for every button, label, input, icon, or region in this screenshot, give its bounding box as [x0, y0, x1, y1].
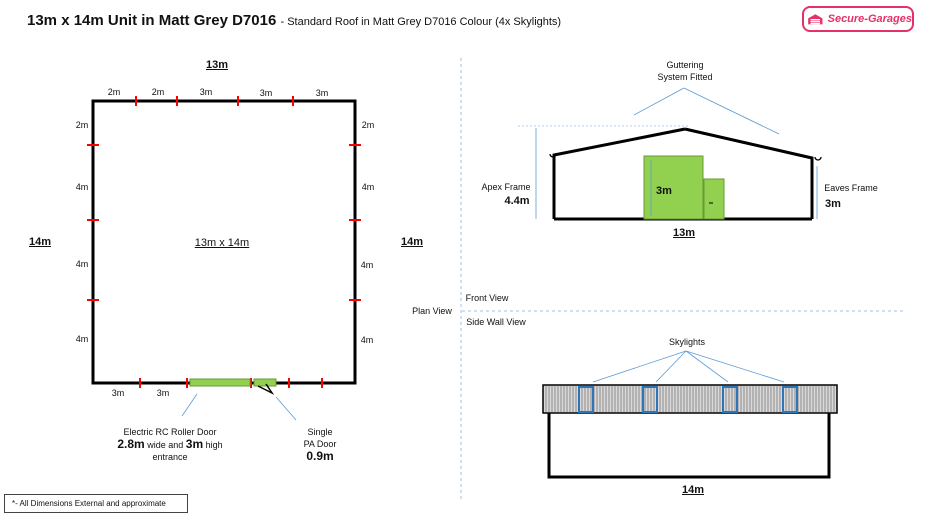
- apex-frame-label: Apex Frame: [481, 182, 531, 192]
- roller-door-size-mid: wide and: [147, 440, 184, 450]
- roller-door-pointer: [181, 393, 198, 417]
- front-right-wall-roof: [684, 127, 814, 219]
- page-title: 13m x 14m Unit in Matt Grey D7016 - Stan…: [27, 12, 561, 29]
- bottom-segment-label: 3m: [156, 388, 170, 398]
- roller-door-height: 3m: [185, 437, 204, 451]
- roller-door-size-line: 2.8m wide and 3m high: [117, 438, 222, 451]
- side-wall: [547, 413, 831, 479]
- left-segment-label: 4m: [75, 334, 89, 344]
- plan-markers: [87, 96, 361, 388]
- gutter-right-icon: [814, 156, 822, 161]
- top-segment-label: 3m: [199, 87, 213, 97]
- roller-door-entrance: entrance: [152, 452, 188, 462]
- roller-door-width: 2.8m: [117, 437, 145, 451]
- top-segment-label: 2m: [151, 87, 165, 97]
- roller-door-type: Electric RC Roller Door: [123, 427, 217, 437]
- guttering-pointer-left: [633, 87, 685, 116]
- footnote: *- All Dimensions External and approxima…: [4, 494, 188, 513]
- skylight-pointers: [592, 350, 785, 383]
- pa-door-swing: [257, 383, 275, 395]
- brand-logo: Secure-Garages: [802, 6, 914, 32]
- brand-name: Secure-Garages: [827, 13, 912, 25]
- title-size: 13m x 14m: [27, 12, 104, 29]
- gutter-left-icon: [549, 153, 557, 158]
- left-segment-label: 2m: [75, 120, 89, 130]
- side-view-label: Side Wall View: [466, 317, 526, 327]
- top-segment-label: 2m: [107, 87, 121, 97]
- pa-door-line2: PA Door: [303, 439, 337, 449]
- roller-door-caption: Electric RC Roller Door 2.8m wide and 3m…: [117, 426, 222, 463]
- guttering-line1: Guttering: [666, 60, 704, 70]
- plan-center-label: 13m x 14m: [194, 237, 250, 249]
- front-left-wall-roof: [552, 127, 686, 219]
- skylight-3: [722, 386, 738, 413]
- pa-door-line1: Single: [307, 427, 333, 437]
- left-segment-label: 4m: [75, 259, 89, 269]
- left-segment-label: 4m: [75, 182, 89, 192]
- guttering-label: Guttering System Fitted: [657, 59, 712, 83]
- title-subtitle: - Standard Roof in Matt Grey D7016 Colou…: [280, 16, 562, 28]
- guttering-pointer-right: [683, 87, 780, 135]
- roof-corrugation: [545, 386, 835, 412]
- skylight-4: [782, 386, 798, 413]
- top-segment-label: 3m: [315, 88, 329, 98]
- right-segment-label: 4m: [360, 335, 374, 345]
- roller-door-size-end: high: [205, 440, 223, 450]
- plan-view-label: Plan View: [412, 306, 452, 316]
- front-width-label: 13m: [672, 227, 696, 239]
- bottom-segment-label: 3m: [111, 388, 125, 398]
- roller-door: [189, 378, 251, 387]
- front-roller-door: [643, 155, 704, 220]
- right-segment-label: 4m: [360, 260, 374, 270]
- guttering-line2: System Fitted: [657, 72, 713, 82]
- pa-door-pointer: [275, 396, 297, 421]
- plan-depth-left-label: 14m: [28, 236, 52, 248]
- skylights: [578, 386, 798, 413]
- pa-door-caption: Single PA Door 0.9m: [304, 426, 337, 463]
- skylight-1: [578, 386, 594, 413]
- title-unit: Unit in Matt Grey D7016: [107, 12, 277, 29]
- side-length-label: 14m: [681, 484, 705, 496]
- front-view-label: Front View: [465, 293, 509, 303]
- plan-width-label: 13m: [205, 59, 229, 71]
- right-segment-label: 4m: [361, 182, 375, 192]
- apex-height-value: 4.4m: [504, 195, 530, 207]
- plan-depth-right-label: 14m: [400, 236, 424, 248]
- garage-icon: [808, 14, 823, 25]
- eaves-frame-label: Eaves Frame: [824, 183, 878, 193]
- top-segment-label: 3m: [259, 88, 273, 98]
- right-segment-label: 2m: [361, 120, 375, 130]
- skylights-label: Skylights: [668, 337, 706, 347]
- front-door-height-value: 3m: [656, 185, 672, 197]
- skylight-2: [642, 386, 658, 413]
- eaves-height-value: 3m: [825, 198, 841, 210]
- pa-door-width: 0.9m: [306, 449, 334, 463]
- front-pa-door: [703, 178, 725, 220]
- pa-door: [253, 378, 277, 387]
